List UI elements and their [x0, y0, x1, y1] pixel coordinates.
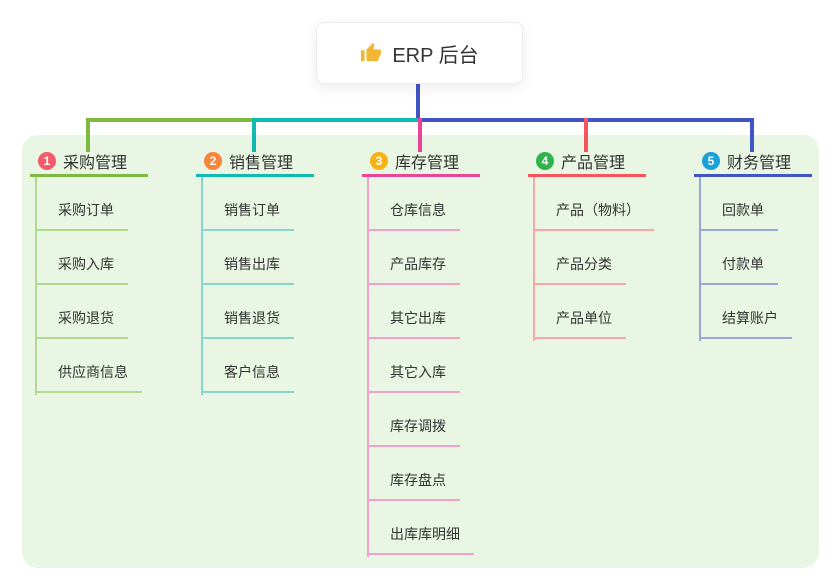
branch-item[interactable]: 采购入库: [35, 231, 128, 285]
branch-subtree: 产品（物料）产品分类产品单位: [528, 177, 654, 341]
branch-header-1[interactable]: 1 采购管理: [30, 148, 148, 177]
branch-item[interactable]: 其它入库: [367, 339, 460, 393]
branch-column-3: 3 库存管理仓库信息产品库存其它出库其它入库库存调拨库存盘点出库库明细: [362, 148, 480, 557]
root-connector: [416, 82, 420, 118]
branch-number-badge: 1: [38, 152, 56, 170]
branch-item[interactable]: 回款单: [699, 177, 778, 231]
branch-item[interactable]: 库存调拨: [367, 393, 460, 447]
branch-drop-2: [252, 118, 256, 152]
branch-item[interactable]: 销售出库: [201, 231, 294, 285]
branch-number-badge: 2: [204, 152, 222, 170]
branch-column-5: 5 财务管理回款单付款单结算账户: [694, 148, 812, 341]
branch-header-5[interactable]: 5 财务管理: [694, 148, 812, 177]
branch-subtree: 回款单付款单结算账户: [694, 177, 812, 341]
thumbs-up-icon: [361, 42, 382, 62]
branch-item[interactable]: 产品单位: [533, 285, 626, 339]
branch-drop-3: [418, 118, 422, 152]
branch-subtree-line: [533, 177, 535, 341]
branch-number-badge: 3: [370, 152, 388, 170]
branch-title: 财务管理: [727, 155, 792, 172]
branch-column-2: 2 销售管理销售订单销售出库销售退货客户信息: [196, 148, 314, 395]
branch-title: 库存管理: [395, 155, 460, 172]
branch-item[interactable]: 结算账户: [699, 285, 792, 339]
branch-subtree-line: [201, 177, 203, 395]
branch-item[interactable]: 产品分类: [533, 231, 626, 285]
branch-drop-1: [86, 118, 90, 152]
bus-segment-1: [86, 118, 256, 122]
branch-header-4[interactable]: 4 产品管理: [528, 148, 646, 177]
branch-item[interactable]: 其它出库: [367, 285, 460, 339]
branch-item[interactable]: 销售订单: [201, 177, 294, 231]
branch-subtree-line: [699, 177, 701, 341]
branch-subtree: 采购订单采购入库采购退货供应商信息: [30, 177, 148, 395]
branch-item[interactable]: 采购退货: [35, 285, 128, 339]
branch-title: 产品管理: [561, 155, 626, 172]
branch-item[interactable]: 付款单: [699, 231, 778, 285]
root-title: ERP 后台: [392, 44, 479, 67]
root-node[interactable]: ERP 后台: [316, 22, 523, 84]
branch-header-2[interactable]: 2 销售管理: [196, 148, 314, 177]
branch-subtree-line: [367, 177, 369, 557]
branch-subtree: 销售订单销售出库销售退货客户信息: [196, 177, 314, 395]
branch-drop-4: [584, 118, 588, 152]
branch-item[interactable]: 出库库明细: [367, 501, 474, 555]
branch-item[interactable]: 销售退货: [201, 285, 294, 339]
branch-drop-5: [750, 118, 754, 152]
branch-item[interactable]: 客户信息: [201, 339, 294, 393]
branch-number-badge: 4: [536, 152, 554, 170]
branch-item[interactable]: 采购订单: [35, 177, 128, 231]
branch-item[interactable]: 供应商信息: [35, 339, 142, 393]
branch-column-4: 4 产品管理产品（物料）产品分类产品单位: [528, 148, 654, 341]
branch-subtree-line: [35, 177, 37, 395]
mindmap-panel: [22, 135, 819, 568]
branch-header-3[interactable]: 3 库存管理: [362, 148, 480, 177]
bus-segment-2: [252, 118, 422, 122]
branch-item[interactable]: 产品库存: [367, 231, 460, 285]
branch-item[interactable]: 产品（物料）: [533, 177, 654, 231]
branch-column-1: 1 采购管理采购订单采购入库采购退货供应商信息: [30, 148, 148, 395]
branch-title: 采购管理: [63, 155, 128, 172]
branch-number-badge: 5: [702, 152, 720, 170]
branch-subtree: 仓库信息产品库存其它出库其它入库库存调拨库存盘点出库库明细: [362, 177, 480, 557]
branch-item[interactable]: 库存盘点: [367, 447, 460, 501]
branch-title: 销售管理: [229, 155, 294, 172]
branch-item[interactable]: 仓库信息: [367, 177, 460, 231]
